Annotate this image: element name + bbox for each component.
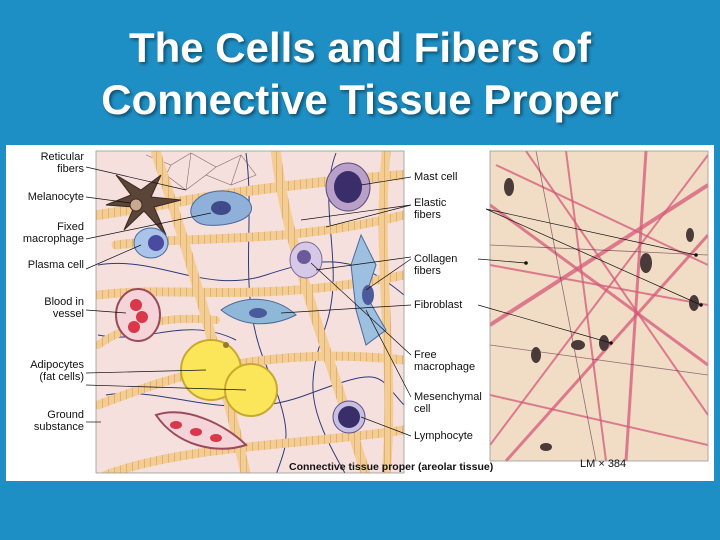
label-free-macrophage: Free macrophage (414, 349, 476, 373)
title-line-1: The Cells and Fibers of (128, 24, 592, 71)
connective-tissue-figure: Reticular fibers Melanocyte Fixed macrop… (6, 145, 714, 481)
label-reticular-fibers: Reticular fibers (40, 151, 84, 175)
label-lymphocyte: Lymphocyte (414, 430, 473, 442)
micrograph-nuclei (504, 178, 699, 451)
mesenchymal-cell (350, 233, 387, 346)
adipocytes (180, 339, 278, 417)
fixed-macrophage (190, 190, 252, 226)
label-mesenchymal-cell: Mesenchymal cell (414, 391, 482, 415)
label-collagen-fibers: Collagen fibers (414, 253, 458, 277)
label-adipocytes: Adipocytes (fat cells) (30, 359, 84, 383)
blood-vessel (115, 288, 161, 342)
fibroblast (220, 298, 297, 325)
illustration-panel (96, 151, 404, 473)
label-blood-in-vessel: Blood in vessel (44, 296, 84, 320)
label-melanocyte: Melanocyte (27, 191, 84, 203)
micrograph-panel (490, 151, 708, 461)
mast-cell (325, 162, 371, 212)
figure-caption: Connective tissue proper (areolar tissue… (289, 461, 494, 473)
label-mast-cell: Mast cell (414, 171, 458, 183)
plasma-cell (133, 227, 169, 259)
label-fixed-macrophage: Fixed macrophage (22, 221, 84, 245)
free-macrophage (289, 241, 323, 279)
title-line-2: Connective Tissue Proper (101, 76, 619, 123)
label-plasma-cell: Plasma cell (27, 259, 84, 271)
micrograph-magnification: LM × 384 (580, 458, 627, 470)
label-elastic-fibers: Elastic fibers (414, 197, 447, 221)
leader-lines (85, 166, 702, 437)
label-ground-substance: Ground substance (33, 409, 84, 433)
leader-dots (524, 253, 703, 345)
label-fibroblast: Fibroblast (414, 299, 463, 311)
figure-artwork (85, 150, 709, 474)
lymphocyte (332, 400, 366, 434)
lower-blood-vessel (154, 411, 248, 450)
slide-title: The Cells and Fibers of Connective Tissu… (0, 22, 720, 126)
